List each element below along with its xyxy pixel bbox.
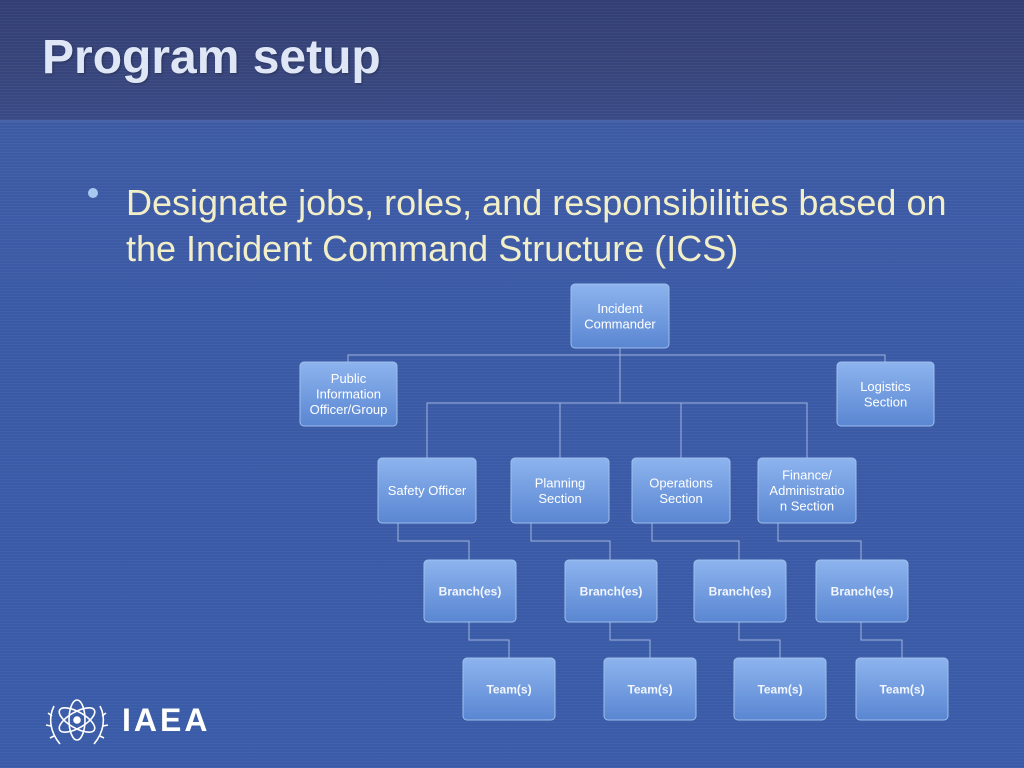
node-section-finance-label: Administratio xyxy=(769,483,844,498)
bullet-text: Designate jobs, roles, and responsibilit… xyxy=(126,182,947,269)
node-branch-3-box xyxy=(815,559,909,623)
node-section-finance-box xyxy=(757,457,857,524)
node-section-planning-label: Planning xyxy=(535,475,586,490)
node-branch-3: Branch(es) xyxy=(815,559,909,623)
connector-top-bar xyxy=(347,354,886,362)
node-branch-2: Branch(es) xyxy=(693,559,787,623)
node-incident-commander-label: Incident xyxy=(597,301,643,316)
node-section-safety-label: Safety Officer xyxy=(388,483,467,498)
connector-team-0 xyxy=(468,622,510,658)
node-branch-0-label: Branch(es) xyxy=(439,585,502,599)
node-team-3: Team(s) xyxy=(855,657,949,721)
node-logistics-section-label: Section xyxy=(864,394,907,409)
node-branch-2-box xyxy=(693,559,787,623)
node-team-2: Team(s) xyxy=(733,657,827,721)
iaea-emblem-icon xyxy=(45,699,109,745)
node-section-operations-label: Operations xyxy=(649,475,713,490)
node-team-2-box xyxy=(733,657,827,721)
connector-branch-0 xyxy=(397,523,470,560)
connector-team-1 xyxy=(609,622,651,658)
page-title: Program setup xyxy=(42,31,381,84)
node-section-safety: Safety Officer xyxy=(377,457,477,524)
node-team-0-box xyxy=(462,657,556,721)
node-public-information-officer-label: Public xyxy=(331,371,367,386)
node-section-finance-label: Finance/ xyxy=(782,468,832,483)
node-branch-1: Branch(es) xyxy=(564,559,658,623)
connector-team-2 xyxy=(738,622,781,658)
connector-branch-1 xyxy=(530,523,611,560)
node-branch-3-label: Branch(es) xyxy=(831,585,894,599)
connector-team-3 xyxy=(860,622,903,658)
node-team-3-box xyxy=(855,657,949,721)
node-team-2-label: Team(s) xyxy=(757,683,802,697)
node-team-0-label: Team(s) xyxy=(486,683,531,697)
node-section-operations-label: Section xyxy=(659,491,702,506)
node-branch-0-box xyxy=(423,559,517,623)
node-section-operations-box xyxy=(631,457,731,524)
connector-section-bar xyxy=(426,402,808,458)
node-logistics-section-box xyxy=(836,361,935,427)
node-team-1: Team(s) xyxy=(603,657,697,721)
node-team-3-label: Team(s) xyxy=(879,683,924,697)
node-section-planning-box xyxy=(510,457,610,524)
node-branch-1-box xyxy=(564,559,658,623)
node-branch-2-label: Branch(es) xyxy=(709,585,772,599)
bullet-dot-icon xyxy=(88,188,98,198)
node-public-information-officer-label: Information xyxy=(316,387,381,402)
node-team-0: Team(s) xyxy=(462,657,556,721)
node-public-information-officer-box xyxy=(299,361,398,427)
node-logistics-section-label: Logistics xyxy=(860,379,911,394)
node-branch-1-label: Branch(es) xyxy=(580,585,643,599)
node-branch-0: Branch(es) xyxy=(423,559,517,623)
node-incident-commander-box xyxy=(570,283,670,349)
node-incident-commander-label: Commander xyxy=(584,316,656,331)
slide-header: Program setup xyxy=(0,0,1024,122)
node-team-1-label: Team(s) xyxy=(627,683,672,697)
node-section-safety-box xyxy=(377,457,477,524)
node-section-finance-label: n Section xyxy=(780,499,834,514)
logo-text: IAEA xyxy=(122,702,211,738)
node-team-1-box xyxy=(603,657,697,721)
connector-branch-2 xyxy=(651,523,740,560)
node-section-planning-label: Section xyxy=(538,491,581,506)
connector-branch-3 xyxy=(777,523,862,560)
node-public-information-officer-label: Officer/Group xyxy=(310,402,388,417)
